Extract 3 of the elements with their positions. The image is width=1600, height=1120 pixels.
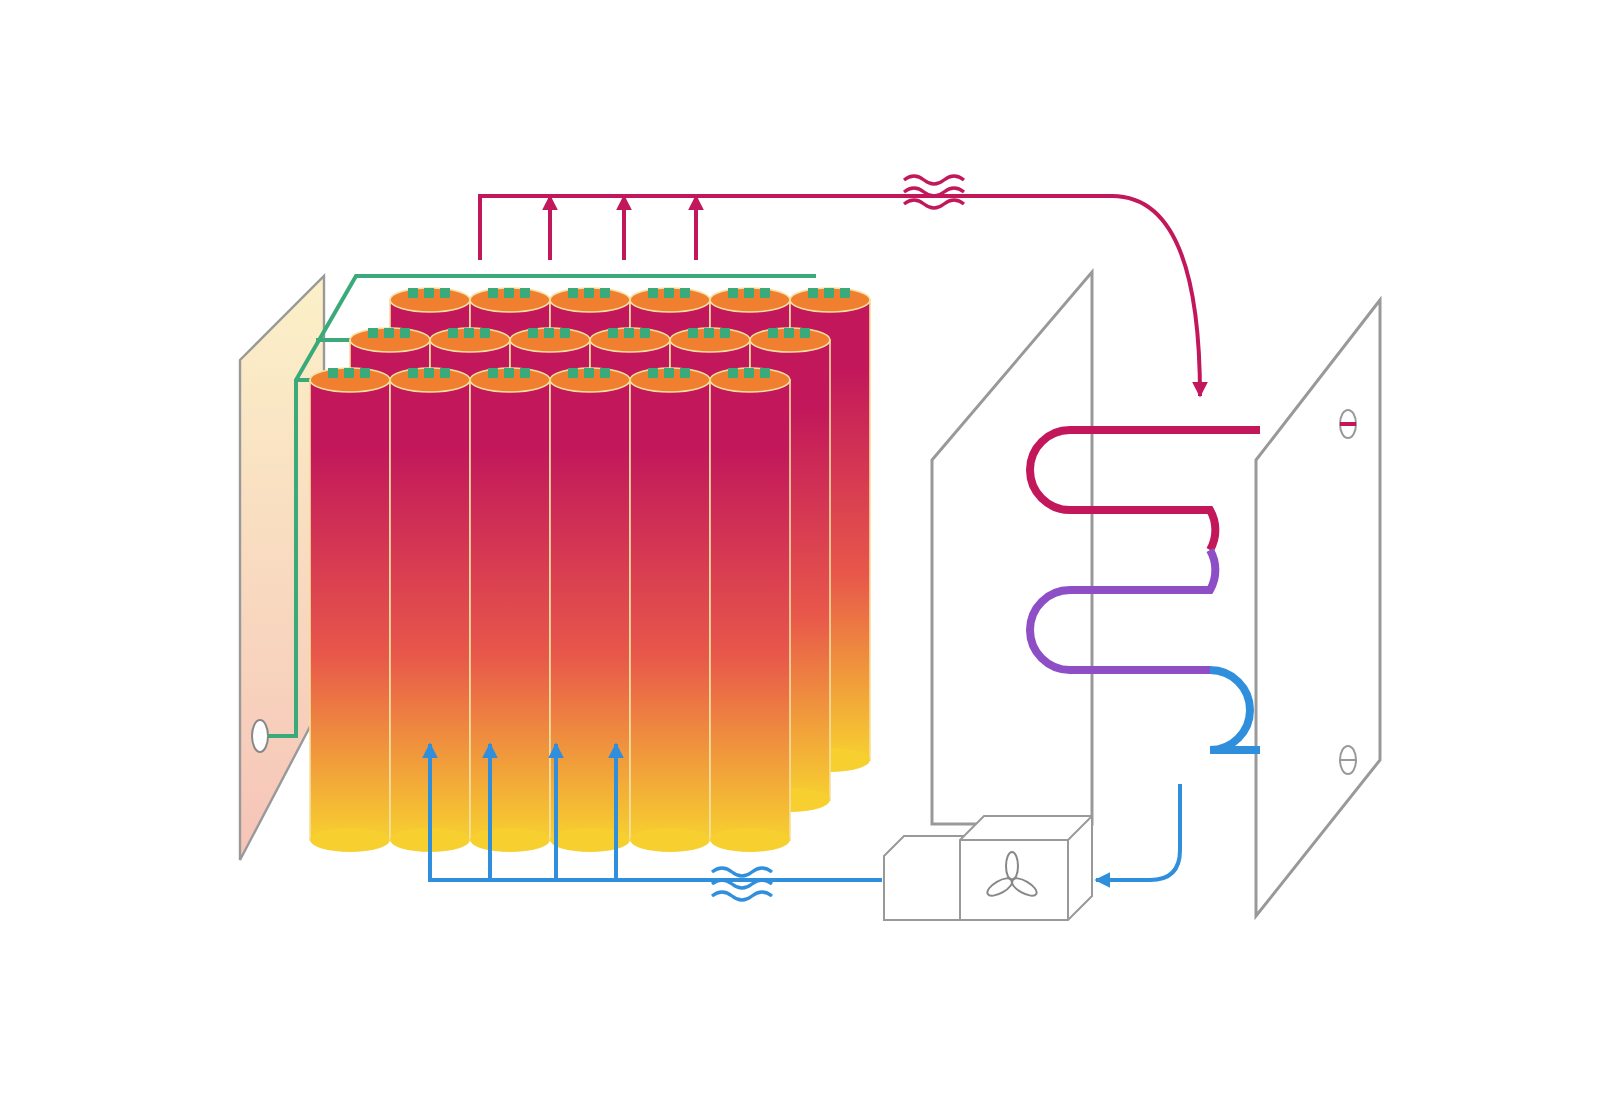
airflow-arrow [422, 742, 882, 882]
airflow-arrow [478, 194, 1208, 398]
airflow-arrow [1094, 784, 1182, 888]
